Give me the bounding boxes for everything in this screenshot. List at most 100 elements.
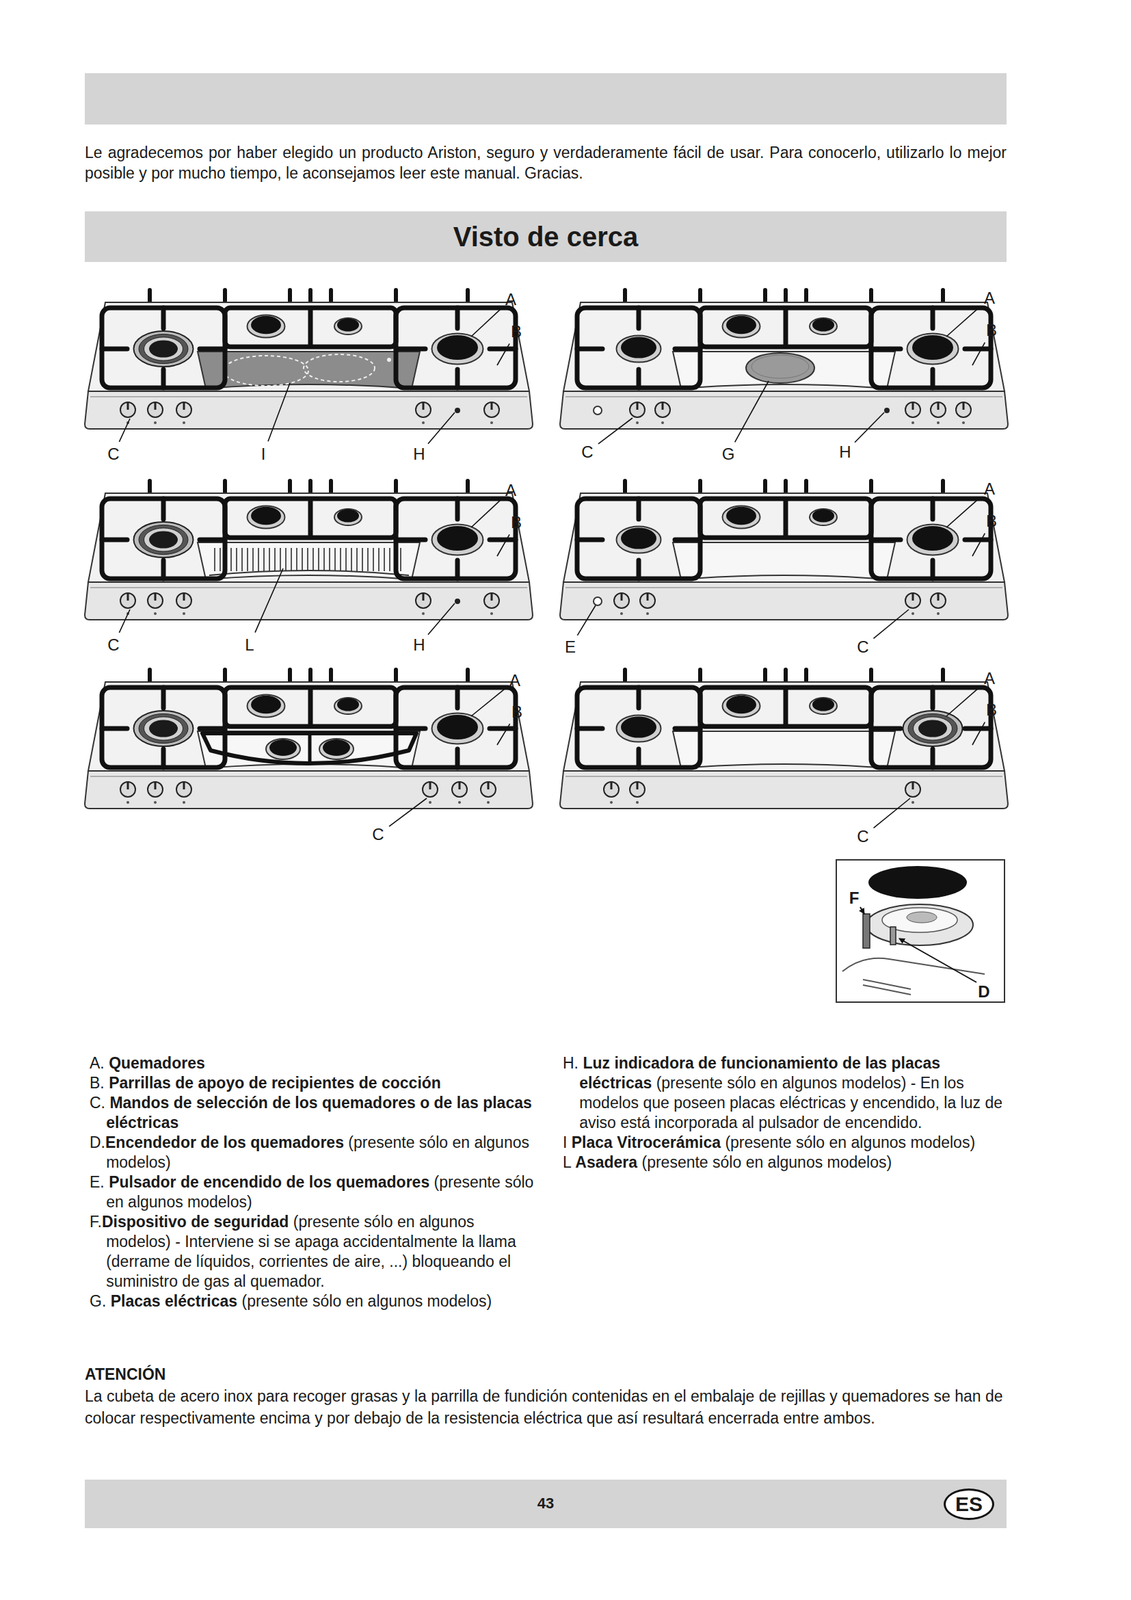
panel-edge xyxy=(90,776,528,777)
grill-bar xyxy=(317,547,320,571)
legend-item: I Placa Vitrocerámica (presente sólo en … xyxy=(562,1132,1008,1153)
burner-ring xyxy=(913,716,953,740)
knob-pointer xyxy=(610,782,613,790)
part-letter: E xyxy=(564,636,576,658)
burner-cap xyxy=(436,335,478,360)
grate-finger xyxy=(395,726,426,731)
pan-support xyxy=(700,687,872,727)
burner-ring xyxy=(247,694,286,718)
item-text: E. xyxy=(89,1172,109,1191)
panel-edge xyxy=(90,396,528,398)
burner-cap xyxy=(436,525,478,551)
grill-bar xyxy=(301,547,303,571)
leader-arrow xyxy=(860,906,865,914)
item-name: Pulsador de encendido de los quemadores xyxy=(108,1172,430,1191)
burner-cap xyxy=(149,339,178,357)
knob-pointer xyxy=(912,782,915,790)
burner-ring xyxy=(334,697,362,714)
item-text: G. xyxy=(89,1291,111,1310)
knob-symbol xyxy=(126,800,130,804)
burner-cap xyxy=(812,317,835,331)
grate-finger xyxy=(199,537,225,543)
knob-symbol xyxy=(911,800,915,804)
burner-cap xyxy=(269,739,297,756)
knob-symbol xyxy=(490,421,494,424)
grate-finger xyxy=(636,687,642,708)
burner-cap xyxy=(250,506,282,525)
knob-pointer xyxy=(183,593,186,601)
grate-finger xyxy=(964,537,991,543)
item-text: (presente sólo en algunos modelos) xyxy=(720,1133,976,1151)
ignition-button xyxy=(593,596,602,606)
grill-bar xyxy=(230,547,232,571)
hob-edge xyxy=(862,979,911,989)
burner-cap xyxy=(337,508,359,522)
knob-pointer xyxy=(183,402,186,410)
knob-pointer xyxy=(661,402,664,410)
plate-ring xyxy=(751,354,809,379)
knob-symbol xyxy=(486,800,490,804)
item-name: Mandos de selección de los quemadores o … xyxy=(105,1093,532,1131)
grill-edge xyxy=(209,570,409,576)
knob-symbol xyxy=(911,611,915,615)
grate-finger xyxy=(636,369,642,388)
part-letter: B xyxy=(986,320,997,341)
part-letter: D xyxy=(977,981,990,1002)
grill-bar xyxy=(214,547,216,571)
pan-support xyxy=(224,498,396,538)
item-text: C. xyxy=(89,1093,110,1112)
control-panel xyxy=(560,581,1008,620)
header-band xyxy=(84,73,1007,125)
item-text: L xyxy=(562,1152,576,1171)
control-knob xyxy=(930,592,946,608)
part-letter: A xyxy=(505,289,517,310)
leader-line xyxy=(471,689,504,716)
leader-line xyxy=(972,533,985,556)
hob-edge xyxy=(842,957,985,974)
grate-finger xyxy=(636,307,642,329)
knob-symbol xyxy=(661,421,664,424)
burner-ring xyxy=(144,716,184,740)
control-panel xyxy=(84,770,533,809)
legend-item: H. Luz indicadora de funcionamiento de l… xyxy=(562,1053,1008,1133)
grate-finger xyxy=(871,726,901,731)
control-knob xyxy=(905,402,921,418)
control-knob xyxy=(176,592,192,608)
burner-ring xyxy=(722,694,761,718)
pan-support xyxy=(871,687,991,768)
burner-ring xyxy=(432,713,484,744)
burner-cap xyxy=(149,530,178,548)
leader-line xyxy=(946,497,980,528)
panel-edge xyxy=(90,587,528,589)
burner-cap xyxy=(149,719,178,737)
pan-support xyxy=(783,307,789,347)
control-knob xyxy=(603,781,619,797)
leader-line xyxy=(946,307,980,337)
leader-line xyxy=(428,412,455,444)
control-panel xyxy=(560,391,1008,429)
center-zone xyxy=(672,351,896,389)
center-zone xyxy=(672,730,896,768)
knob-symbol xyxy=(182,421,186,424)
legend-item: D.Encendedor de los quemadores (presente… xyxy=(89,1132,535,1173)
panel-edge xyxy=(565,396,1003,398)
burner-ring xyxy=(432,333,484,365)
center-zone xyxy=(197,730,420,768)
knob-pointer xyxy=(458,782,461,790)
center-zone xyxy=(672,542,896,580)
grate-finger xyxy=(636,560,642,579)
knob-pointer xyxy=(490,593,494,601)
hob-surface xyxy=(563,493,1005,582)
grate-finger xyxy=(455,369,461,388)
knob-pointer xyxy=(636,402,639,410)
grill-bar xyxy=(274,547,276,571)
grill-bar xyxy=(219,547,221,571)
burner-cap xyxy=(337,697,359,711)
grate-finger xyxy=(930,560,936,579)
center-zone xyxy=(197,351,420,389)
pan-support xyxy=(395,307,516,388)
grill-bar xyxy=(356,547,358,571)
note-heading: ATENCIÓN xyxy=(84,1364,166,1385)
indicator-light xyxy=(454,407,461,414)
control-knob xyxy=(415,402,431,418)
